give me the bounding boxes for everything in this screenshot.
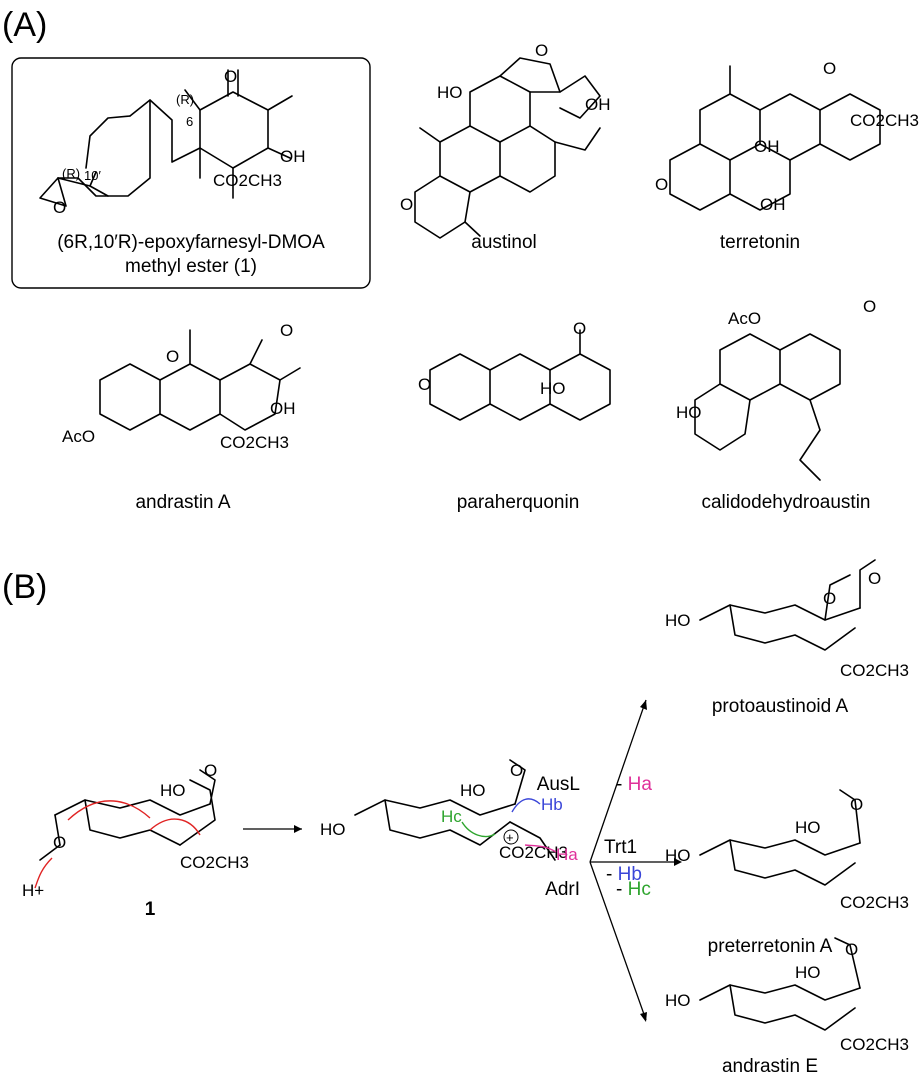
b-c1-hplus: H+ <box>22 881 44 900</box>
c1-epoxide-o: O <box>53 198 66 217</box>
c1-pos10: 10′ <box>84 168 101 183</box>
preterretonin-a-o: O <box>850 795 863 814</box>
c1-oxo-o: O <box>224 67 237 86</box>
protoaustinoid-a-o2: O <box>868 569 881 588</box>
b-c1-ho: HO <box>160 781 186 800</box>
carbocation-plus: + <box>506 830 514 845</box>
austinol-o2: O <box>400 195 413 214</box>
enzyme-trt1: Trt1 <box>604 837 637 858</box>
terretonin-o2: O <box>655 175 668 194</box>
enzyme-ausl: AusL <box>537 774 580 795</box>
preterretonin-a-ester: CO2CH3 <box>840 893 909 912</box>
paraherquonin-o1: O <box>418 375 431 394</box>
carbocation-circle <box>503 829 519 845</box>
calidodehydroaustin-structure <box>694 333 841 481</box>
arrow-hc <box>461 821 496 838</box>
terretonin-oh: OH <box>754 137 780 156</box>
branch-arrow-adri-head <box>640 1012 647 1022</box>
branch-arrow-ausl-head <box>640 700 647 710</box>
protoaustinoid-a-structure <box>699 559 876 651</box>
enzyme-ausl-h: - Ha <box>616 774 652 795</box>
austinol-ho: HO <box>437 83 463 102</box>
reaction-arrow-1-head <box>294 825 302 833</box>
austinol-o1: O <box>535 41 548 60</box>
panel-a-label: (A) <box>2 6 47 44</box>
compound-1-label: 1 <box>145 899 156 920</box>
enzyme-adri-h: - Hc <box>616 879 651 900</box>
enzyme-adri: AdrI <box>545 879 580 900</box>
protoaustinoid-a-name: protoaustinoid A <box>712 696 849 717</box>
andrastin-a-structure <box>99 329 301 431</box>
arrow-ha <box>524 844 557 853</box>
andrastin-a-o1: O <box>166 347 179 366</box>
terretonin-structure <box>669 65 881 211</box>
andrastin-e-ester: CO2CH3 <box>840 1035 909 1054</box>
arrow-hb <box>511 798 541 813</box>
andrastin-e-structure <box>699 937 861 1031</box>
paraherquonin-ho: HO <box>540 379 566 398</box>
intermediate-structure <box>354 759 556 861</box>
branch-arrow-adri <box>589 861 647 1021</box>
preterretonin-a-ho2: HO <box>795 818 821 837</box>
andrastin-e-name: andrastin E <box>722 1056 818 1077</box>
paraherquonin-structure <box>429 329 611 421</box>
protoaustinoid-a-ho: HO <box>665 611 691 630</box>
preterretonin-a-structure <box>699 789 861 886</box>
andrastin-a-name: andrastin A <box>135 492 230 513</box>
compound-1-folded-structure <box>39 769 216 861</box>
paraherquonin-o2: O <box>573 319 586 338</box>
intermediate-ha: Ha <box>556 845 578 864</box>
compound-1-frame <box>11 57 371 289</box>
protoaustinoid-a-o1: O <box>823 589 836 608</box>
andrastin-a-oh: OH <box>270 399 296 418</box>
terretonin-ester: CO2CH3 <box>850 111 919 130</box>
enzyme-trt1-h: - Hb <box>606 864 642 885</box>
andrastin-a-o2: O <box>280 321 293 340</box>
austinol-structure <box>414 57 601 239</box>
preterretonin-a-ho: HO <box>665 846 691 865</box>
compound-1-structure <box>39 69 293 207</box>
protoaustinoid-a-ester: CO2CH3 <box>840 661 909 680</box>
intermediate-ho: HO <box>320 820 346 839</box>
intermediate-hc: Hc <box>441 807 462 826</box>
compound-1-name-line2: methyl ester (1) <box>125 256 257 277</box>
b-c1-epoxide-o: O <box>53 833 66 852</box>
curly-arrow-2 <box>149 818 201 836</box>
austinol-name: austinol <box>471 232 537 253</box>
andrastin-e-ho: HO <box>665 991 691 1010</box>
c1-stereo-r1: (R) <box>176 92 194 107</box>
terretonin-o1: O <box>823 59 836 78</box>
panel-b-label: (B) <box>2 568 47 606</box>
c1-pos6: 6 <box>186 114 193 129</box>
andrastin-a-aco: AcO <box>62 427 95 446</box>
paraherquonin-name: paraherquonin <box>457 492 580 513</box>
branch-arrow-ausl <box>589 699 647 863</box>
terretonin-oh2: OH <box>760 195 786 214</box>
intermediate-hb: Hb <box>541 795 563 814</box>
b-c1-o: O <box>204 761 217 780</box>
curly-arrow-1 <box>67 800 151 821</box>
andrastin-e-ho2: HO <box>795 963 821 982</box>
branch-arrow-trt1-head <box>674 858 682 866</box>
calidodehydroaustin-ho: HO <box>676 403 702 422</box>
andrastin-a-ester: CO2CH3 <box>220 433 289 452</box>
austinol-oh: OH <box>585 95 611 114</box>
compound-1-name-line1: (6R,10′R)-epoxyfarnesyl-DMOA <box>57 232 325 253</box>
curly-arrow-3 <box>34 857 53 889</box>
intermediate-ho2: HO <box>460 781 486 800</box>
terretonin-name: terretonin <box>720 232 800 253</box>
preterretonin-a-name: preterretonin A <box>708 936 833 957</box>
calidodehydroaustin-aco: AcO <box>728 309 761 328</box>
b-c1-ester: CO2CH3 <box>180 853 249 872</box>
c1-stereo-r2: (R) <box>62 166 80 181</box>
intermediate-ester: CO2CH3 <box>499 843 568 862</box>
c1-oh: OH <box>280 147 306 166</box>
calidodehydroaustin-name: calidodehydroaustin <box>701 492 870 513</box>
andrastin-e-o: O <box>845 940 858 959</box>
calidodehydroaustin-o1: O <box>863 297 876 316</box>
intermediate-o: O <box>510 761 523 780</box>
c1-ester: CO2CH3 <box>213 171 282 190</box>
